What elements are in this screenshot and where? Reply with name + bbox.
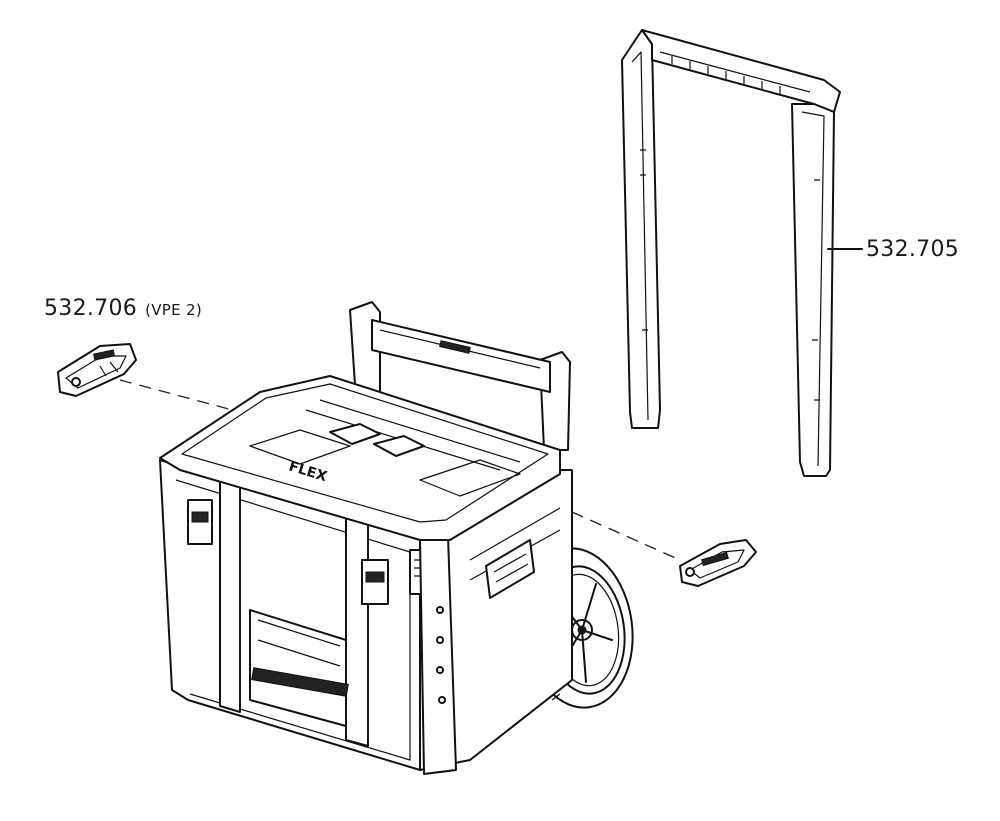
telescopic-handle-part — [621, 29, 841, 477]
clip-part-right — [679, 539, 757, 587]
rolling-toolbox — [159, 301, 634, 775]
handle-part-number: 532.705 — [866, 237, 960, 262]
clip-part-left — [57, 343, 137, 397]
clip-part-number: 532.706 — [44, 296, 138, 321]
clip-part-label: 532.706 (VPE 2) — [44, 297, 202, 322]
clip-quantity-note: (VPE 2) — [145, 301, 202, 319]
handle-part-label: 532.705 — [866, 238, 959, 262]
assembly-line-left — [119, 379, 241, 413]
